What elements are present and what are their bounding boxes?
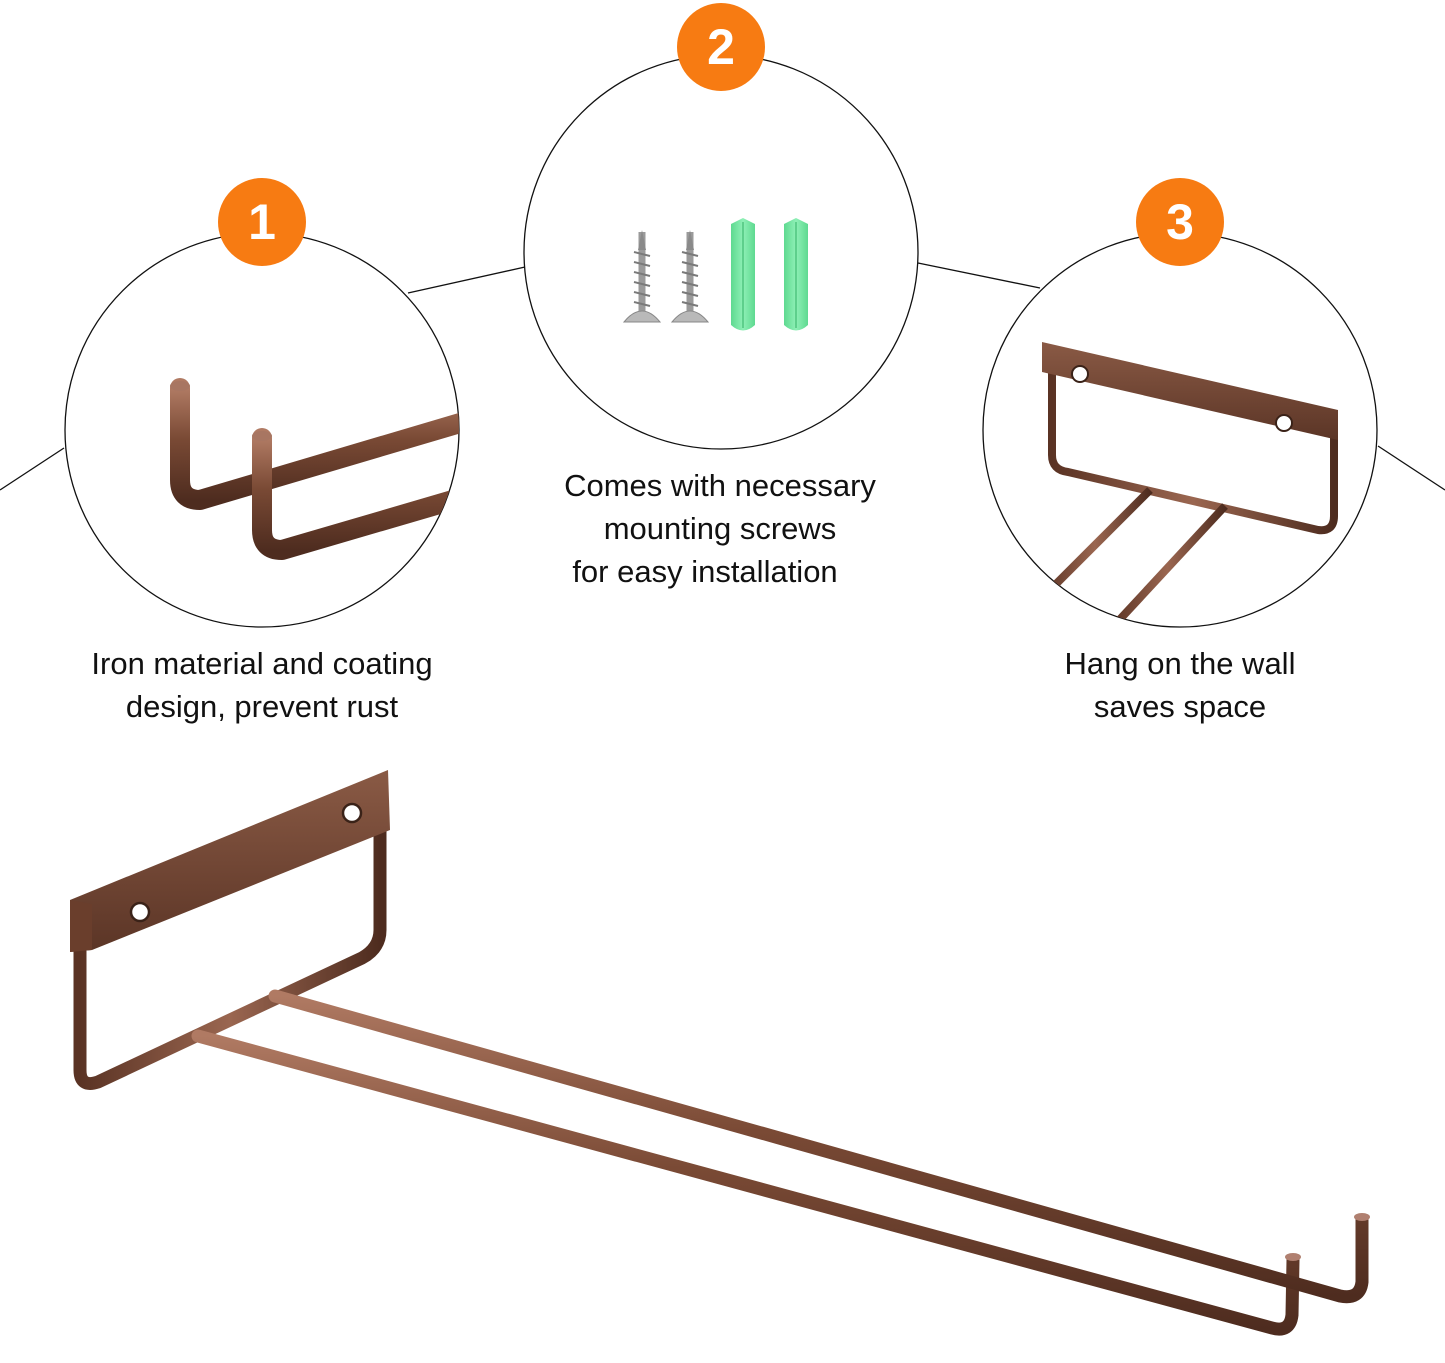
wall-anchor-icon (784, 218, 808, 331)
glass-rack-product-image (70, 770, 1370, 1336)
screw-icon (670, 230, 710, 323)
wall-anchor-icon (731, 218, 755, 331)
feature-caption-1: Iron material and coating design, preven… (60, 642, 464, 728)
feature-caption-3: Hang on the wall saves space (1030, 642, 1330, 728)
wall-bracket-icon (1037, 342, 1338, 627)
caption-line: Hang on the wall (1064, 646, 1296, 681)
connector-lines (0, 262, 1445, 491)
caption-line: mounting screws (603, 511, 837, 546)
caption-line: Comes with necessary (564, 468, 876, 503)
caption-line: for easy installation (572, 554, 838, 589)
caption-line: saves space (1093, 689, 1267, 724)
caption-line: Iron material and coating (91, 646, 433, 681)
hook-closeup-icon (170, 378, 459, 560)
feature-circle-2 (523, 54, 919, 450)
step-badge-1: 1 (218, 178, 306, 266)
screw-icon (622, 230, 662, 323)
feature-circle-3 (982, 232, 1378, 628)
feature-caption-2: Comes with necessary mounting screws for… (520, 464, 920, 593)
caption-line: design, prevent rust (125, 689, 399, 724)
feature-circle-1 (64, 232, 460, 628)
step-badge-2: 2 (677, 3, 765, 91)
screws-and-anchors-icon (622, 218, 808, 331)
step-badge-3: 3 (1136, 178, 1224, 266)
